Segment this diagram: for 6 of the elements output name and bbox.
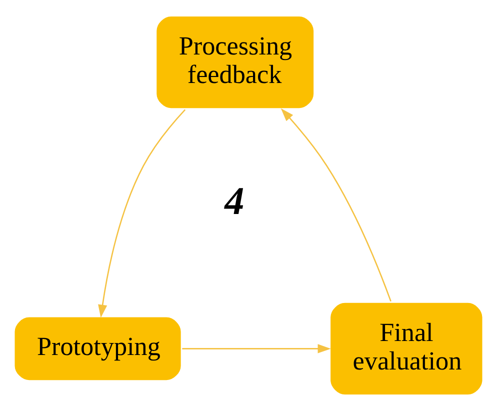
arrow [280,108,392,302]
node-box: Prototyping [12,314,184,382]
arrow [98,108,186,318]
node-box: Final evaluation [328,300,485,397]
arrow [182,344,331,353]
label: 4 [224,180,244,222]
